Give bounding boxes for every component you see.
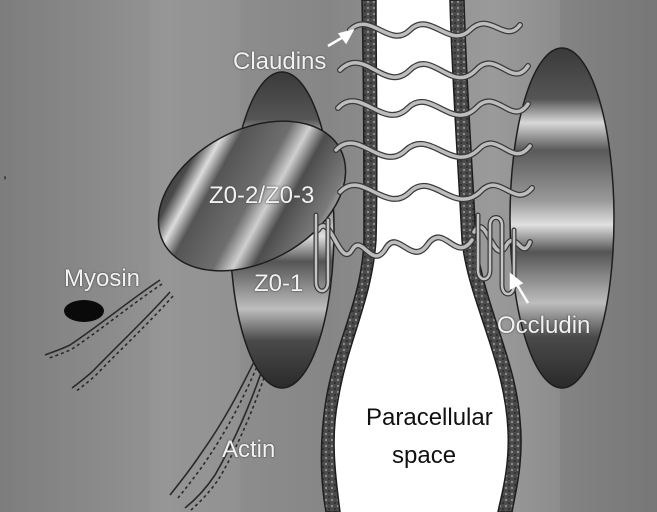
myosin-label: Myosin — [64, 266, 140, 292]
svg-text:,: , — [3, 165, 7, 181]
claudins-label: Claudins — [233, 49, 326, 75]
space-label: space — [392, 443, 456, 469]
zo2-zo3-label: Z0-2/Z0-3 — [209, 183, 314, 209]
zo1-label: Z0-1 — [254, 271, 303, 297]
actin-label: Actin — [222, 437, 275, 463]
paracellular-label: Paracellular — [366, 405, 493, 431]
occludin-label: Occludin — [497, 313, 590, 339]
myosin-shape — [64, 300, 104, 322]
